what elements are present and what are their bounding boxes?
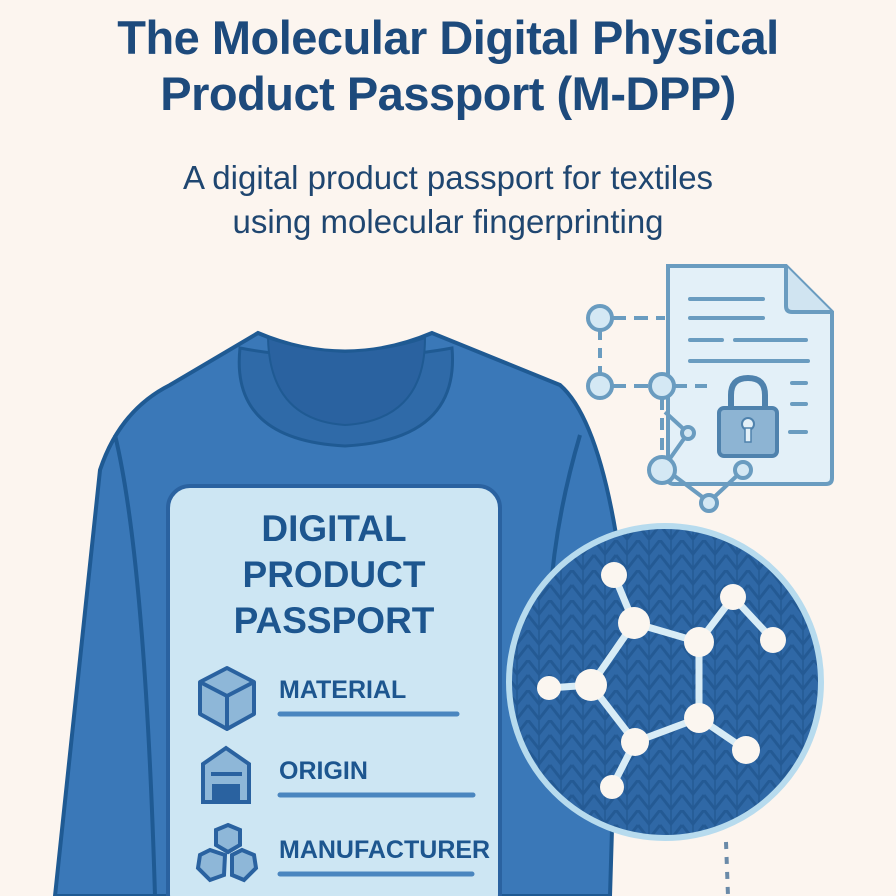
heading-line-3: PASSPORT [233,600,435,641]
cube-icon [198,666,256,731]
factory-icon [201,745,251,804]
subtitle-line-2: using molecular fingerprinting [232,203,664,240]
heading-line-1: DIGITAL [261,508,407,549]
subtitle-line-1: A digital product passport for textiles [182,159,714,196]
page-title: The Molecular Digital Physical Product P… [0,10,896,122]
cluster-icon [195,822,259,883]
passport-heading: DIGITAL PRODUCT PASSPORT [168,506,500,644]
dashed-connector [724,841,730,896]
molecule-magnifier [506,523,824,841]
material-label: MATERIAL [279,676,407,704]
title-line-1: The Molecular Digital Physical [117,11,779,64]
locked-document-icon [666,264,834,486]
heading-line-2: PRODUCT [242,554,426,595]
title-line-2: Product Passport (M-DPP) [160,67,736,120]
page-subtitle: A digital product passport for textiles … [0,156,896,244]
origin-label: ORIGIN [279,757,368,785]
manufacturer-label: MANUFACTURER [279,836,491,864]
